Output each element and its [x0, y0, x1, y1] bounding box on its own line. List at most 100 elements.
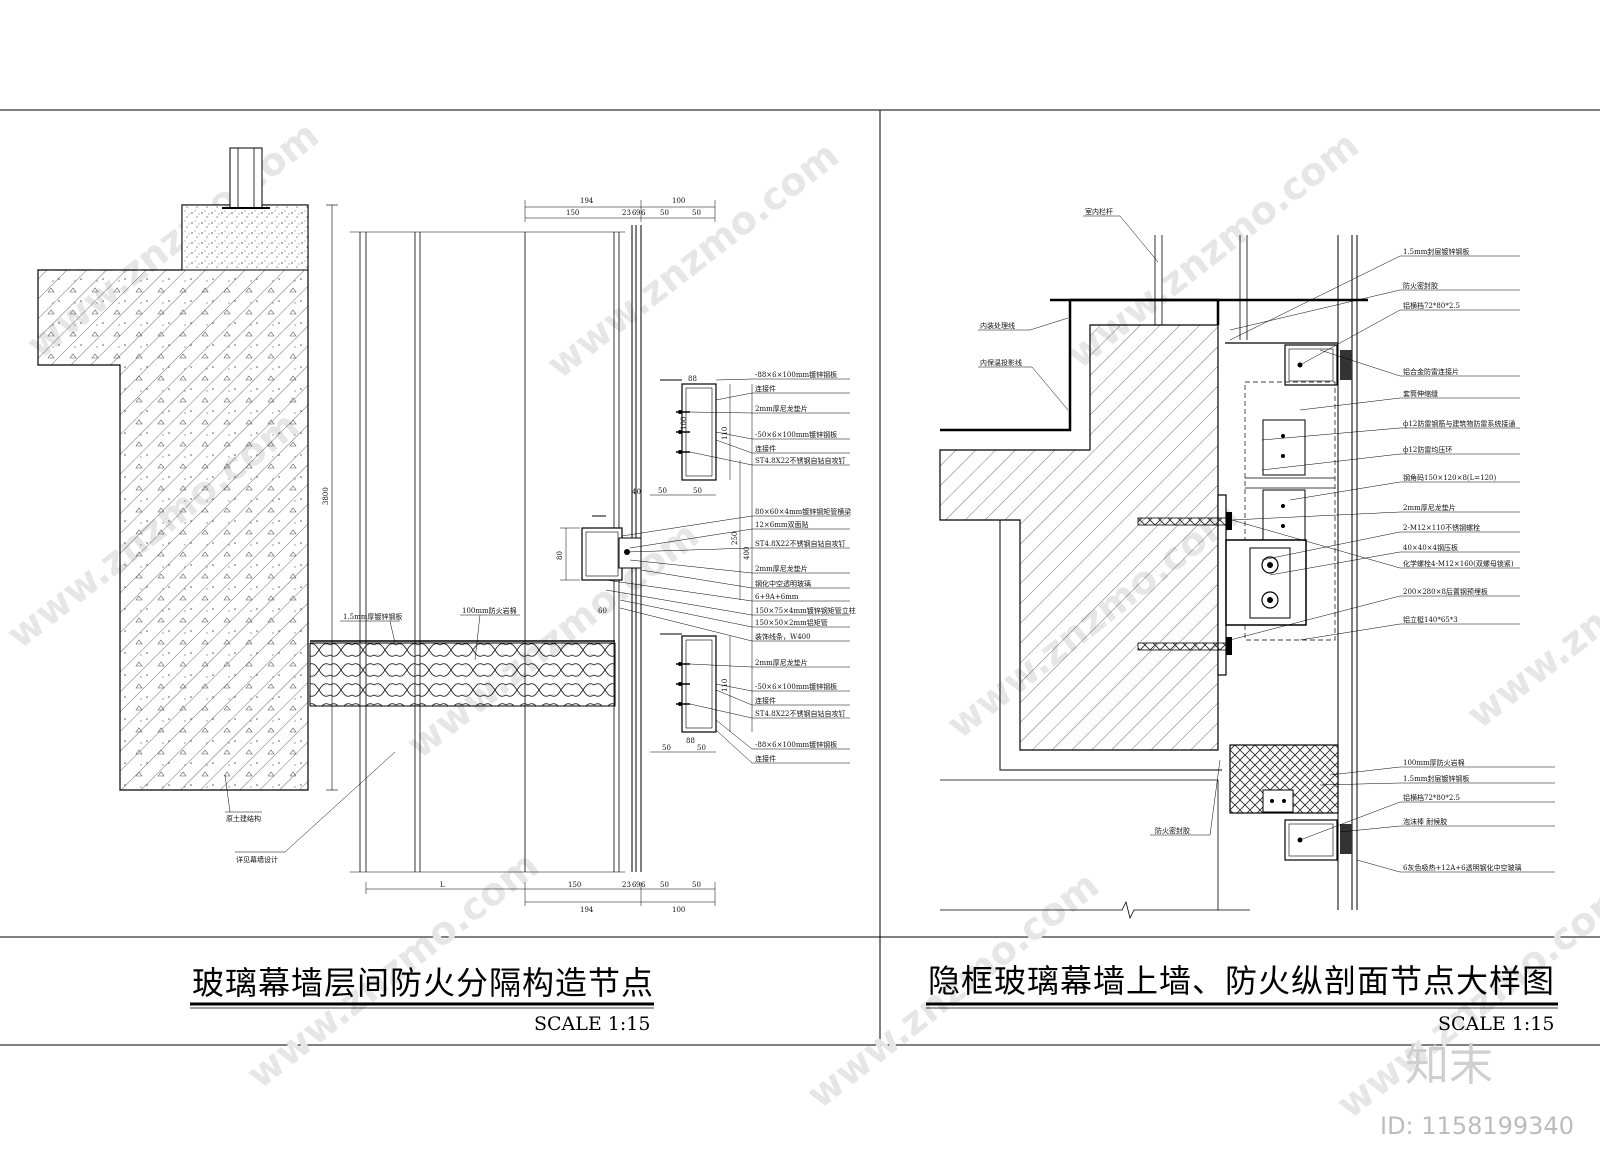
label-railing: 室内栏杆 [1085, 207, 1113, 216]
brand-watermark: 知末 ID: 1158199340 [1380, 1040, 1574, 1140]
callout-label: ф12防雷均压环 [1403, 445, 1452, 454]
callout-label: 化学螺栓4-M12×160(双螺母锁紧) [1403, 559, 1514, 568]
callout-label: 装饰线条，W400 [755, 632, 811, 641]
callout-label: 钢角码150×120×8(L=120) [1403, 473, 1497, 482]
label-interior-line: 内装处理线 [980, 321, 1015, 330]
callout-label: 6+9A+6mm [755, 593, 799, 601]
dim-50-a: 50 [658, 487, 667, 495]
dim-40: 40 [632, 488, 641, 496]
dim-bot-23: 23 [622, 881, 631, 889]
callout-label: -50×6×100mm镀锌钢板 [755, 430, 837, 439]
callout-label: ф12防雷钢筋与建筑物防雷系统接通 [1403, 419, 1515, 428]
dim-110-upper: 110 [721, 427, 729, 440]
fire-rock-wool [309, 642, 616, 707]
callout-label: 铝立梃140*65*3 [1403, 615, 1458, 624]
dim-50-b: 50 [693, 487, 702, 495]
callout-label: 连接件 [755, 696, 776, 705]
dim-top-6a: 6 [632, 209, 637, 217]
dim-top-50a: 50 [660, 209, 669, 217]
right-drawing: 室内栏杆 内装处理线 内保温投影线 防火密封胶 1.5mm封层镀锌钢板防火密封胶… [939, 207, 1555, 920]
callout-label: -88×6×100mm镀锌钢板 [755, 370, 837, 379]
dim-top-23: 23 [622, 209, 631, 217]
dim-80: 80 [556, 551, 564, 560]
callout-label: 2mm厚尼龙垫片 [1403, 503, 1456, 512]
callout-label: 钢化中空透明玻璃 [755, 579, 811, 588]
dim-bot-50b: 50 [692, 881, 701, 889]
dim-bot-6b: 6 [641, 881, 646, 889]
callout-label: ST4.8X22不锈钢自钻自攻钉 [755, 539, 846, 548]
right-title-block: 隐框玻璃幕墙上墙、防火纵剖面节点大样图 SCALE 1:15 [926, 962, 1558, 1035]
callout-label: -88×6×100mm镀锌钢板 [755, 740, 837, 749]
left-scale: SCALE 1:15 [534, 1013, 650, 1035]
dim-88-bottom: 88 [686, 737, 695, 745]
dim-bot-194: 194 [580, 906, 594, 914]
callout-label: 铝横档72*80*2.5 [1403, 793, 1460, 802]
left-title: 玻璃幕墙层间防火分隔构造节点 [192, 964, 654, 1002]
callout-label: 100mm厚防火岩棉 [1403, 758, 1465, 767]
dim-400: 400 [743, 547, 751, 560]
callout-label: 1.5mm封层镀锌钢板 [1403, 247, 1469, 256]
label-rock-wool: 100mm防火岩棉 [462, 606, 517, 615]
callout-label: 铝横档72*80*2.5 [1403, 301, 1460, 310]
callout-label: 1.5mm封层镀锌钢板 [1403, 774, 1469, 783]
dim-50-c: 50 [662, 744, 671, 752]
label-fire-seal-bottom: 防火密封胶 [1155, 826, 1190, 835]
dim-250: 250 [731, 532, 739, 545]
dim-top-150: 150 [566, 209, 579, 217]
callout-label: 80×60×4mm镀锌钢矩管横梁 [755, 507, 851, 516]
callout-label: 2mm厚尼龙垫片 [755, 404, 808, 413]
callout-label: 2mm厚尼龙垫片 [755, 658, 808, 667]
callout-label: 连接件 [755, 754, 776, 763]
dim-top-100: 100 [672, 197, 685, 205]
dim-bot-6a: 6 [632, 881, 637, 889]
callout-label: 连接件 [755, 384, 776, 393]
dim-50-d: 50 [697, 744, 706, 752]
callout-label: 12×6mm双面贴 [755, 520, 809, 529]
image-id: ID: 1158199340 [1380, 1112, 1574, 1140]
dim-bot-50a: 50 [660, 881, 669, 889]
label-structure: 原土建结构 [226, 814, 261, 823]
callout-label: 150×75×4mm镀锌钢矩管立柱 [755, 606, 856, 615]
sheet-frame [0, 109, 1600, 1046]
dim-bot-100: 100 [672, 906, 685, 914]
label-steel-plate: 1.5mm厚镀锌钢板 [343, 612, 402, 621]
left-drawing: 3800 1.5mm厚镀锌钢板 100mm防火岩棉 [37, 147, 856, 914]
dim-bot-L: L [440, 881, 445, 889]
right-scale: SCALE 1:15 [1438, 1013, 1554, 1035]
callout-label: 40×40×4钢压板 [1403, 543, 1458, 552]
dim-top-50b: 50 [692, 209, 701, 217]
callout-label: 铝合金防雷连接片 [1403, 367, 1459, 376]
callout-label: 泡沫棒 耐候胶 [1403, 817, 1447, 826]
callout-label: -50×6×100mm镀锌钢板 [755, 682, 837, 691]
callout-label: 2mm厚尼龙垫片 [755, 564, 808, 573]
dim-bot-9: 9 [636, 881, 640, 889]
callout-label: ST4.8X22不锈钢自钻自攻钉 [755, 456, 846, 465]
dim-top-9: 9 [636, 209, 640, 217]
left-title-block: 玻璃幕墙层间防火分隔构造节点 SCALE 1:15 [190, 964, 654, 1035]
callout-label: 6灰色吸热+12A+6透明钢化中空玻璃 [1403, 863, 1522, 872]
label-insulation-line: 内保温投影线 [980, 358, 1022, 367]
callout-label: ST4.8X22不锈钢自钻自攻钉 [755, 709, 846, 718]
callout-label: 防火密封胶 [1403, 281, 1438, 290]
dim-bot-150: 150 [568, 881, 581, 889]
callout-label: 2-M12×110不锈钢螺栓 [1403, 523, 1480, 532]
watermark-text: www.znzmo.com [538, 133, 846, 387]
callout-label: 200×280×8后置钢预埋板 [1403, 587, 1488, 596]
dim-3800: 3800 [322, 487, 330, 505]
callout-label: 150×50×2mm铝矩管 [755, 618, 828, 627]
dim-110-lower: 110 [721, 679, 729, 692]
watermark-text: www.znzmo.com [1458, 483, 1600, 737]
callout-label: 套筒伸缩缝 [1403, 389, 1438, 398]
dim-60: 60 [598, 607, 607, 615]
brand-logo: 知末 [1405, 1040, 1493, 1091]
right-title: 隐框玻璃幕墙上墙、防火纵剖面节点大样图 [928, 962, 1555, 1000]
dim-88-top: 88 [688, 375, 697, 383]
dim-top-6b: 6 [641, 209, 646, 217]
dim-top-194: 194 [580, 197, 594, 205]
callout-label: 连接件 [755, 444, 776, 453]
dim-100: 100 [680, 417, 688, 430]
label-curtain-design: 详见幕墙设计 [236, 855, 278, 864]
